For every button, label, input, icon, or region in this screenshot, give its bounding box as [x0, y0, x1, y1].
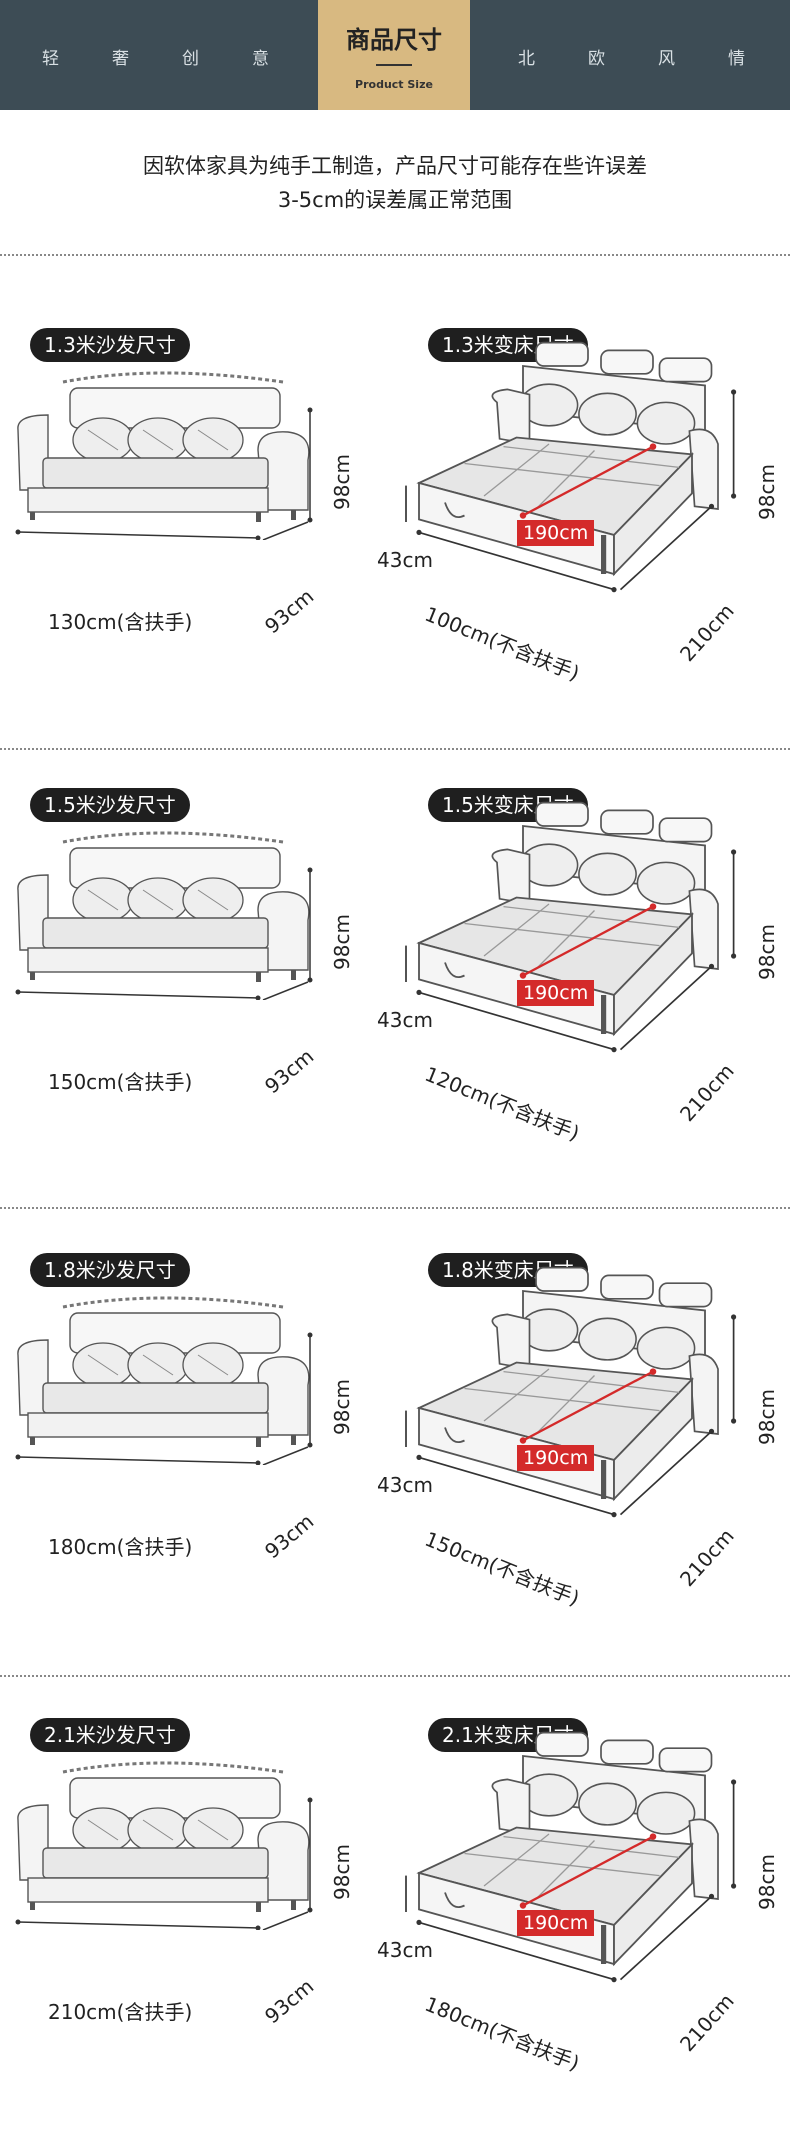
bed-length-dim: 210cm [675, 598, 739, 667]
bed-height-dim: 43cm [377, 548, 433, 572]
sofa-size-label: 2.1米沙发尺寸 [30, 1718, 190, 1752]
bed-inner-length-label: 190cm [517, 980, 595, 1006]
sofa-height-dim: 98cm [330, 454, 354, 510]
sofa-illustration [15, 831, 313, 1000]
bed-length-dim: 210cm [675, 1523, 739, 1592]
bed-length-dim: 210cm [675, 1058, 739, 1127]
bed-inner-length-label: 190cm [517, 1910, 595, 1936]
bed-width-dim: 150cm(不含扶手) [421, 1526, 583, 1611]
title-badge: 商品尺寸 Product Size [318, 0, 470, 110]
page-title: 商品尺寸 [346, 26, 442, 54]
sofa-size-label: 1.8米沙发尺寸 [30, 1253, 190, 1287]
bed-width-dim: 120cm(不含扶手) [421, 1061, 583, 1146]
sofa-illustration [15, 371, 313, 540]
size-section: 1.3米沙发尺寸 1.3米变床尺寸 130cm(含扶手) 93cm 98cm 1… [0, 290, 790, 720]
header-banner: 轻 奢 创 意 北 欧 风 情 商品尺寸 Product Size [0, 0, 790, 110]
intro-line-1: 因软体家具为纯手工制造，产品尺寸可能存在些许误差 [143, 154, 647, 178]
intro-line-2: 3-5cm的误差属正常范围 [277, 188, 513, 212]
sofa-width-dim: 180cm(含扶手) [48, 1535, 193, 1559]
divider-4 [0, 1675, 790, 1677]
sofa-bed-illustration [405, 341, 737, 593]
sofa-width-dim: 130cm(含扶手) [48, 610, 193, 634]
bed-inner-length-label: 190cm [517, 520, 595, 546]
bed-back-height-dim: 98cm [755, 1854, 779, 1910]
sofa-bed-illustration [405, 1731, 737, 1983]
size-section: 1.5米沙发尺寸 1.5米变床尺寸 150cm(含扶手) 93cm 98cm 1… [0, 750, 790, 1180]
sofa-depth-dim: 93cm [260, 584, 319, 639]
sofa-bed-illustration [405, 801, 737, 1053]
sofa-illustration [15, 1761, 313, 1930]
sofa-depth-dim: 93cm [260, 1974, 319, 2029]
bed-height-dim: 43cm [377, 1473, 433, 1497]
divider-1 [0, 254, 790, 256]
sofa-bed-illustration [405, 1266, 737, 1518]
size-section: 2.1米沙发尺寸 2.1米变床尺寸 210cm(含扶手) 93cm 98cm 1… [0, 1680, 790, 2110]
bed-back-height-dim: 98cm [755, 924, 779, 980]
sofa-height-dim: 98cm [330, 1379, 354, 1435]
sofa-depth-dim: 93cm [260, 1044, 319, 1099]
header-right-char-4: 情 [728, 49, 747, 69]
header-left-char-2: 奢 [112, 49, 131, 69]
bed-height-dim: 43cm [377, 1938, 433, 1962]
header-right-char-3: 风 [658, 49, 677, 69]
header-left-char-1: 轻 [42, 49, 61, 69]
bed-height-dim: 43cm [377, 1008, 433, 1032]
bed-width-dim: 180cm(不含扶手) [421, 1991, 583, 2076]
page-subtitle: Product Size [355, 78, 433, 91]
bed-width-dim: 100cm(不含扶手) [421, 601, 583, 686]
sofa-height-dim: 98cm [330, 1844, 354, 1900]
sofa-width-dim: 210cm(含扶手) [48, 2000, 193, 2024]
bed-length-dim: 210cm [675, 1988, 739, 2057]
divider-3 [0, 1207, 790, 1209]
header-right-char-2: 欧 [588, 49, 607, 69]
sofa-height-dim: 98cm [330, 914, 354, 970]
size-section: 1.8米沙发尺寸 1.8米变床尺寸 180cm(含扶手) 93cm 98cm 1… [0, 1215, 790, 1645]
header-left-char-3: 创 [182, 49, 201, 69]
sofa-size-label: 1.5米沙发尺寸 [30, 788, 190, 822]
sofa-depth-dim: 93cm [260, 1509, 319, 1564]
title-divider [376, 64, 412, 66]
sofa-width-dim: 150cm(含扶手) [48, 1070, 193, 1094]
header-left-char-4: 意 [252, 49, 271, 69]
divider-2 [0, 748, 790, 750]
sofa-size-label: 1.3米沙发尺寸 [30, 328, 190, 362]
sofa-illustration [15, 1296, 313, 1465]
bed-back-height-dim: 98cm [755, 1389, 779, 1445]
bed-inner-length-label: 190cm [517, 1445, 595, 1471]
bed-back-height-dim: 98cm [755, 464, 779, 520]
header-right-char-1: 北 [518, 49, 537, 69]
